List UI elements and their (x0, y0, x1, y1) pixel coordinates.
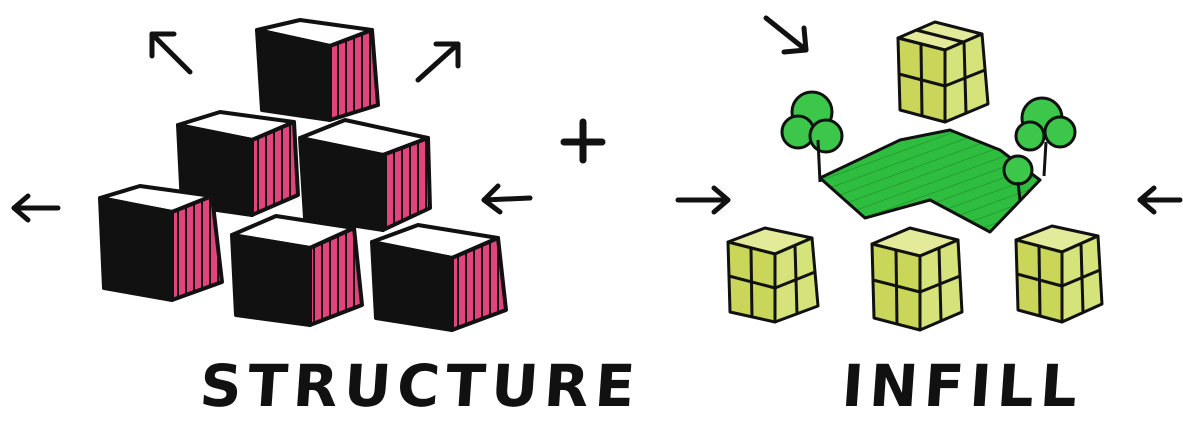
cube (232, 216, 362, 325)
infill-label: INFILL (840, 352, 1086, 420)
cube (372, 225, 506, 330)
arrow-icon (766, 18, 806, 52)
arrow-icon (152, 34, 190, 72)
cube-icon (1016, 226, 1102, 322)
structure-cube-stack (100, 20, 506, 330)
cube (100, 186, 222, 300)
arrow-icon (418, 44, 458, 80)
cube (300, 120, 430, 230)
greenery-platform (820, 130, 1040, 232)
arrow-icon (14, 196, 58, 220)
cube (257, 20, 378, 120)
arrow-icon (484, 186, 530, 212)
cube-icon (872, 228, 962, 330)
structure-label: STRUCTURE (198, 352, 643, 420)
cube-icon (728, 228, 818, 322)
plus-icon (564, 122, 602, 160)
arrow-icon (1140, 188, 1180, 212)
cube-icon (898, 22, 988, 122)
arrow-icon (678, 188, 728, 212)
tree-icon (782, 92, 842, 182)
